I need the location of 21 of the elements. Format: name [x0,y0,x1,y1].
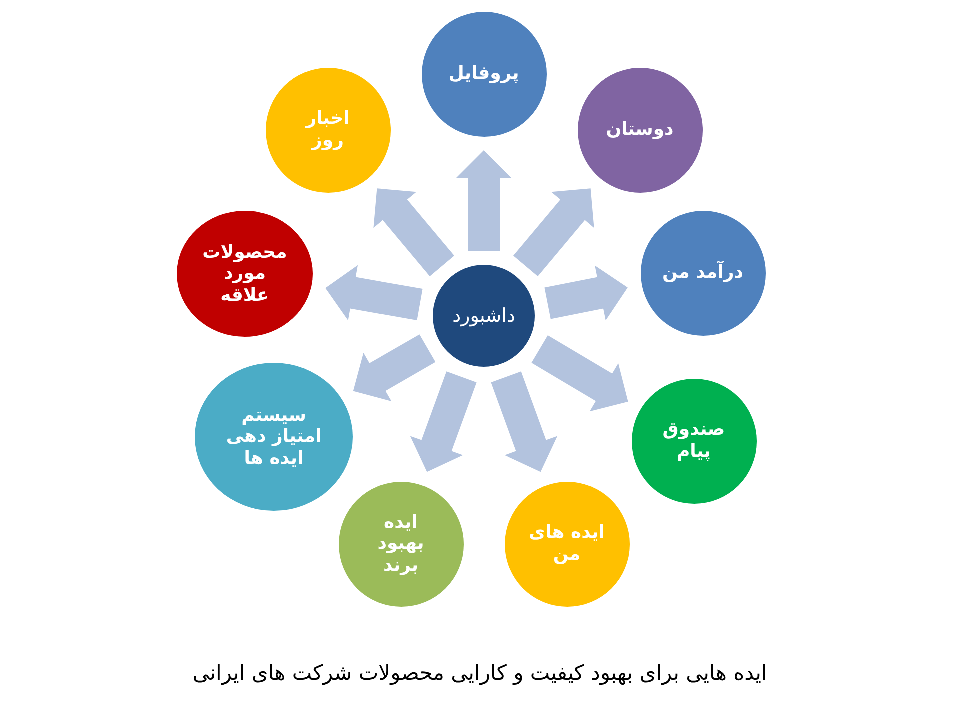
block-arrow [491,372,558,472]
node-label: دوستان [606,119,674,141]
node-label: داشبورد [452,304,516,328]
node-label: محصولات مورد علاقه [202,242,288,306]
node-label: ایده های من [528,522,606,566]
block-arrow [544,266,628,321]
node-label: سیستم امتیاز دهی ایده ها [225,404,323,470]
caption: ایده هایی برای بهبود کیفیت و کارایی محصولات شرکت های ایرانی [192,660,768,688]
block-arrow [374,188,454,276]
node-label: درآمد من [662,262,744,284]
block-arrow [532,336,628,412]
node-label: ایده بهبود برند [376,512,426,576]
node-label: اخبار روز [304,108,351,152]
node-label: پروفایل [448,63,520,85]
block-arrow [456,150,512,251]
hub-circle [433,265,535,367]
node-label: صندوق پیام [662,419,726,463]
block-arrow [514,188,594,276]
block-arrow [410,372,477,472]
block-arrow [353,334,436,402]
block-arrow [326,265,423,321]
